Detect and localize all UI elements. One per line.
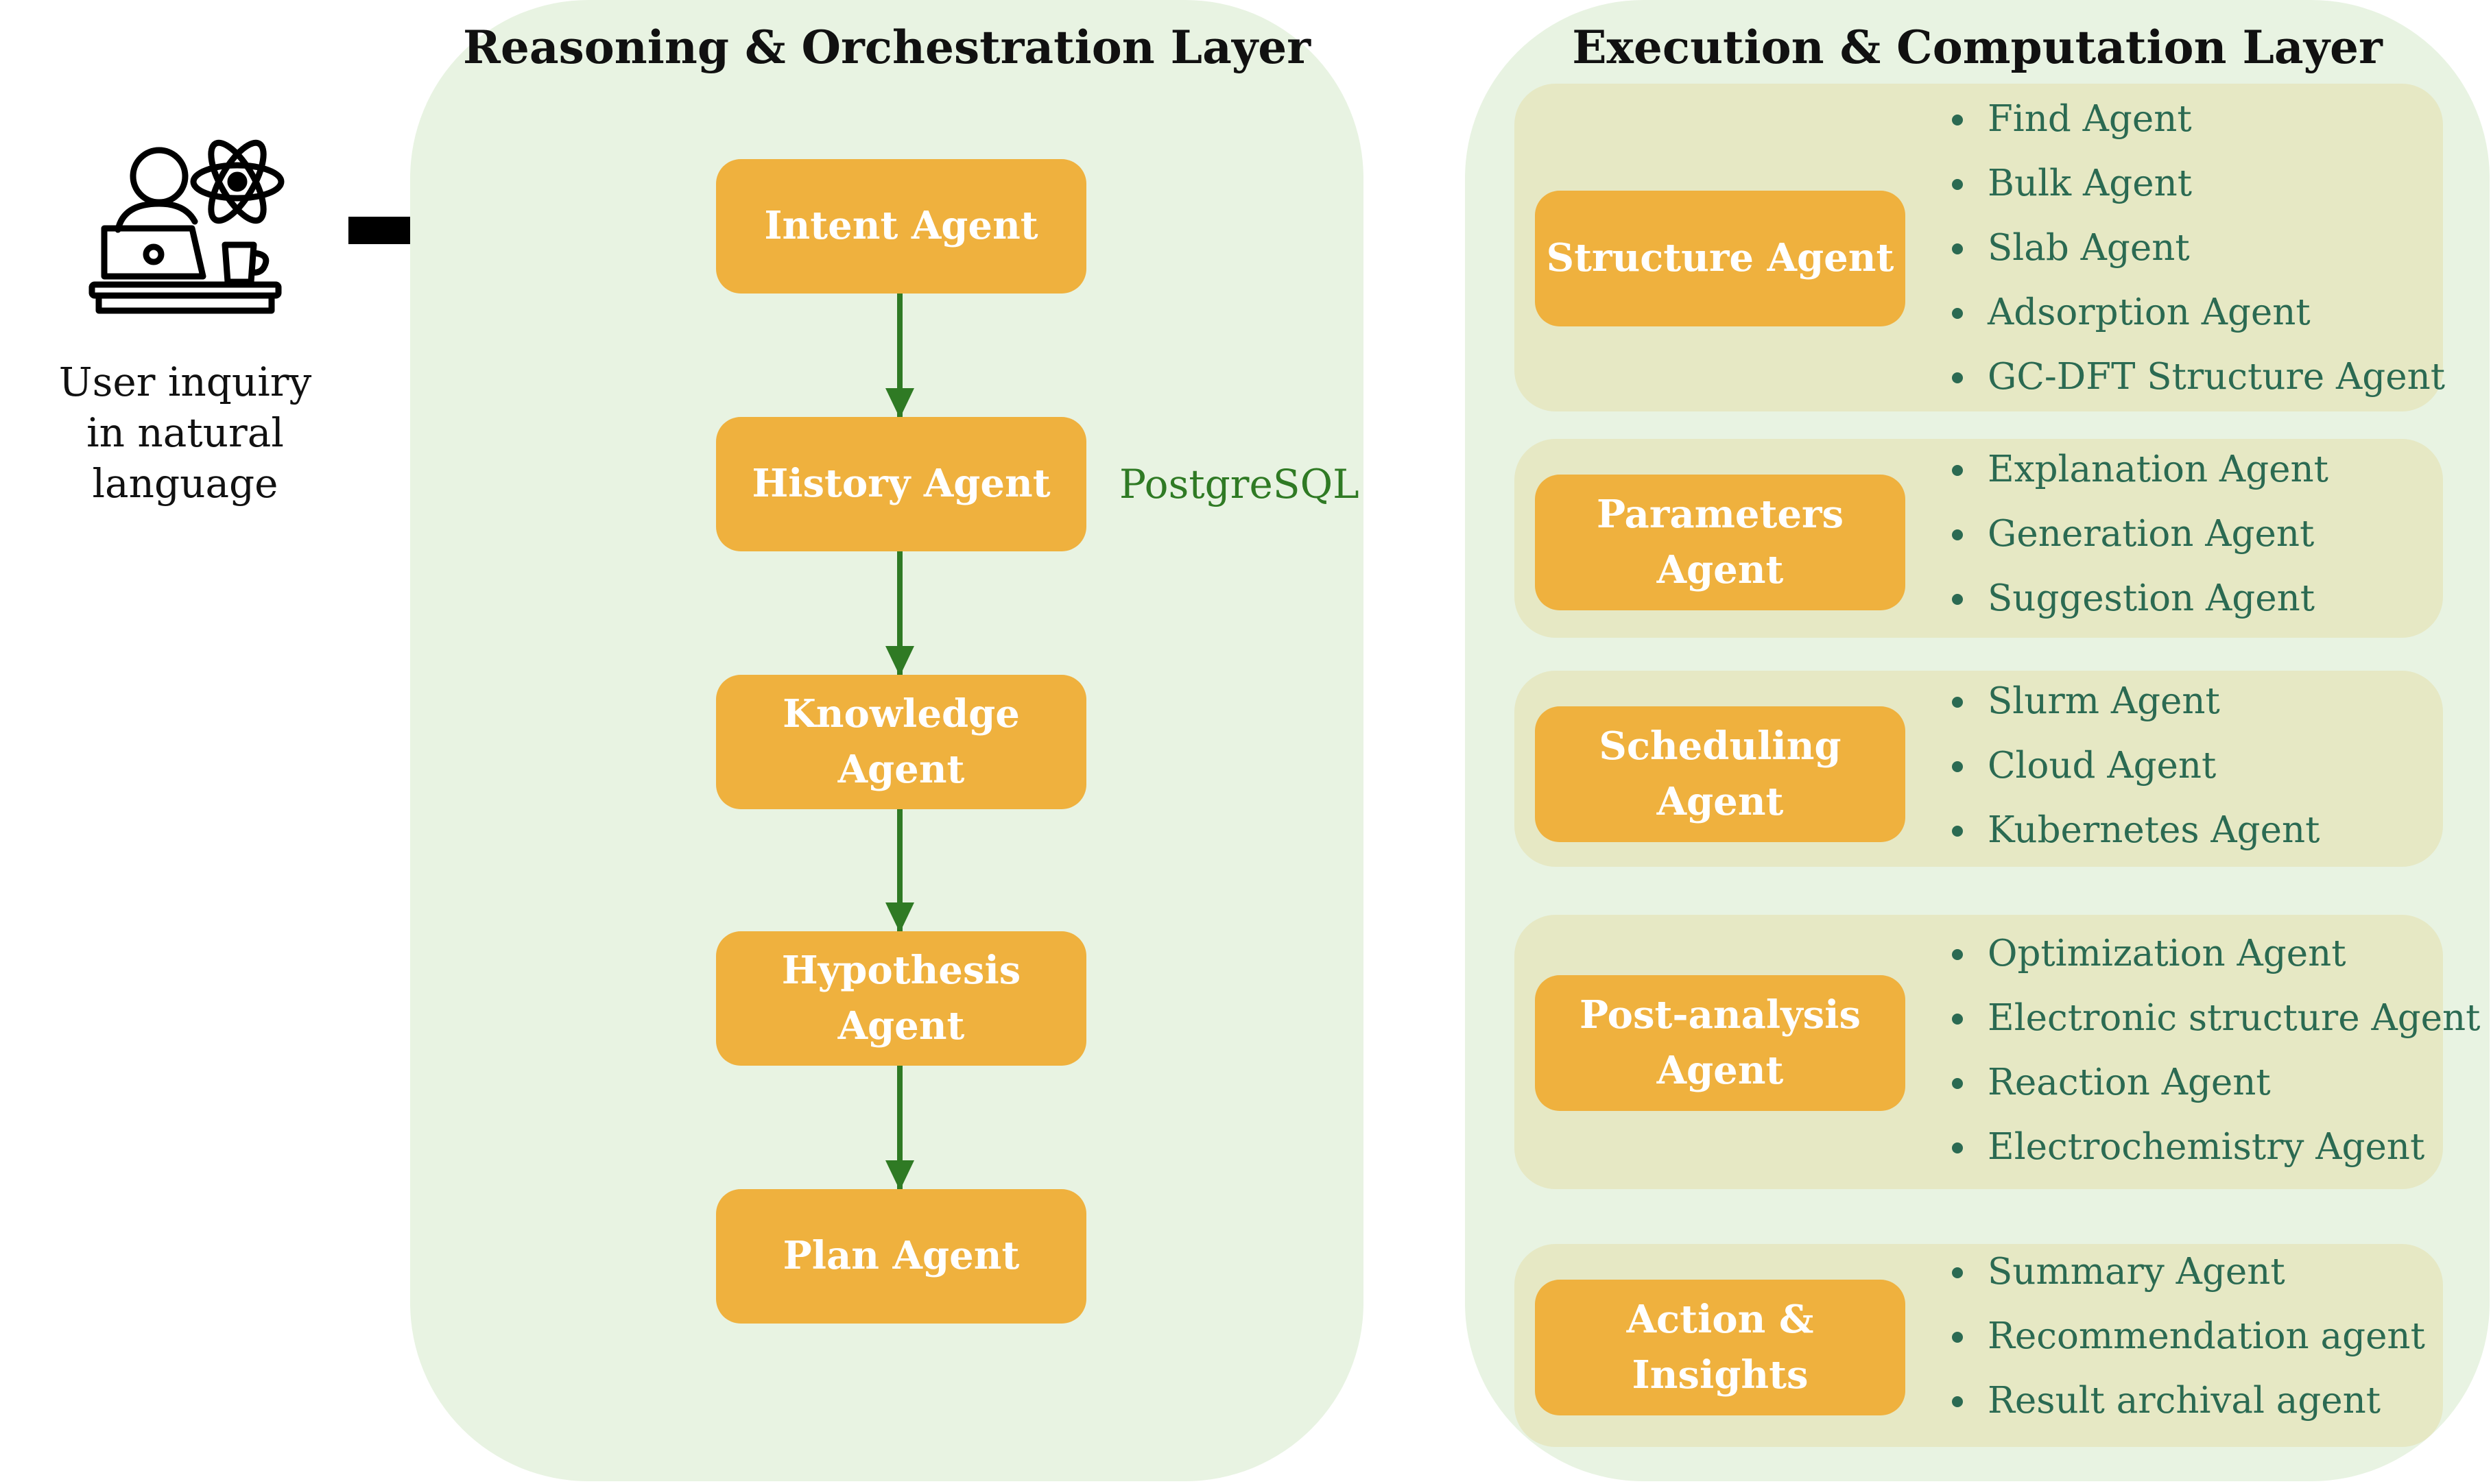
post-analysis-label-line1: Post-analysis [1579, 992, 1861, 1038]
sub-agent-item: Generation Agent [1952, 502, 2328, 566]
sub-agent-item: Result archival agent [1952, 1369, 2425, 1433]
action-insights-box[interactable]: Action & Insights [1535, 1280, 1905, 1415]
flow-arrow-4 [885, 1066, 914, 1190]
intent-agent-box[interactable]: Intent Agent [716, 159, 1086, 294]
flow-arrow-1 [885, 294, 914, 418]
sub-agent-item: Cloud Agent [1952, 734, 2320, 798]
sub-agent-item: Reaction Agent [1952, 1051, 2480, 1115]
intent-agent-label: Intent Agent [764, 203, 1038, 249]
sub-agent-item: Explanation Agent [1952, 438, 2328, 502]
user-icon [82, 127, 288, 333]
scheduling-subagents-list: Slurm Agent Cloud Agent Kubernetes Agent [1952, 669, 2320, 863]
sub-agent-item: Suggestion Agent [1952, 566, 2328, 631]
flow-arrow-3 [885, 809, 914, 933]
parameters-subagents-list: Explanation Agent Generation Agent Sugge… [1952, 438, 2328, 631]
post-analysis-subagents-list: Optimization Agent Electronic structure … [1952, 922, 2480, 1180]
sub-agent-item: Electronic structure Agent [1952, 986, 2480, 1051]
user-label-line1: User inquiry [58, 359, 312, 405]
postgresql-label: PostgreSQL [1119, 461, 1359, 507]
structure-subagents-list: Find Agent Bulk Agent Slab Agent Adsorpt… [1952, 87, 2445, 409]
sub-agent-item: Slab Agent [1952, 216, 2445, 280]
sub-agent-item: Find Agent [1952, 87, 2445, 152]
sub-agent-item: Optimization Agent [1952, 922, 2480, 986]
post-analysis-label-line2: Agent [1656, 1048, 1784, 1093]
user-label-line2: in natural language [86, 409, 284, 507]
sub-agent-item: Adsorption Agent [1952, 280, 2445, 345]
user-inquiry-label: User inquiry in natural language [0, 357, 370, 509]
history-agent-label: History Agent [752, 461, 1051, 507]
structure-agent-label: Structure Agent [1546, 235, 1894, 281]
flow-arrow-2 [885, 551, 914, 676]
parameters-agent-box[interactable]: Parameters Agent [1535, 475, 1905, 610]
sub-agent-item: Summary Agent [1952, 1240, 2425, 1304]
knowledge-agent-label: Knowledge Agent [783, 691, 1020, 792]
plan-agent-label: Plan Agent [783, 1233, 1020, 1279]
action-insights-subagents-list: Summary Agent Recommendation agent Resul… [1952, 1240, 2425, 1433]
sub-agent-item: Slurm Agent [1952, 669, 2320, 734]
history-agent-box[interactable]: History Agent [716, 417, 1086, 551]
sub-agent-item: Bulk Agent [1952, 152, 2445, 216]
reasoning-layer-title: Reasoning & Orchestration Layer [463, 21, 1311, 74]
post-analysis-agent-box[interactable]: Post-analysis Agent [1535, 975, 1905, 1111]
sub-agent-item: Electrochemistry Agent [1952, 1115, 2480, 1180]
sub-agent-item: GC-DFT Structure Agent [1952, 345, 2445, 409]
scheduling-agent-box[interactable]: Scheduling Agent [1535, 706, 1905, 842]
hypothesis-agent-label: Hypothesis Agent [781, 947, 1021, 1049]
knowledge-agent-box[interactable]: Knowledge Agent [716, 675, 1086, 809]
action-insights-label: Action & Insights [1626, 1296, 1814, 1398]
parameters-agent-label: Parameters Agent [1596, 491, 1844, 593]
execution-layer-title: Execution & Computation Layer [1572, 21, 2383, 74]
hypothesis-agent-box[interactable]: Hypothesis Agent [716, 931, 1086, 1066]
sub-agent-item: Recommendation agent [1952, 1304, 2425, 1369]
sub-agent-item: Kubernetes Agent [1952, 798, 2320, 863]
plan-agent-box[interactable]: Plan Agent [716, 1189, 1086, 1324]
post-analysis-agent-label: Post-analysis Agent [1580, 988, 1861, 1099]
scheduling-agent-label: Scheduling Agent [1599, 723, 1842, 824]
structure-agent-box[interactable]: Structure Agent [1535, 191, 1905, 326]
